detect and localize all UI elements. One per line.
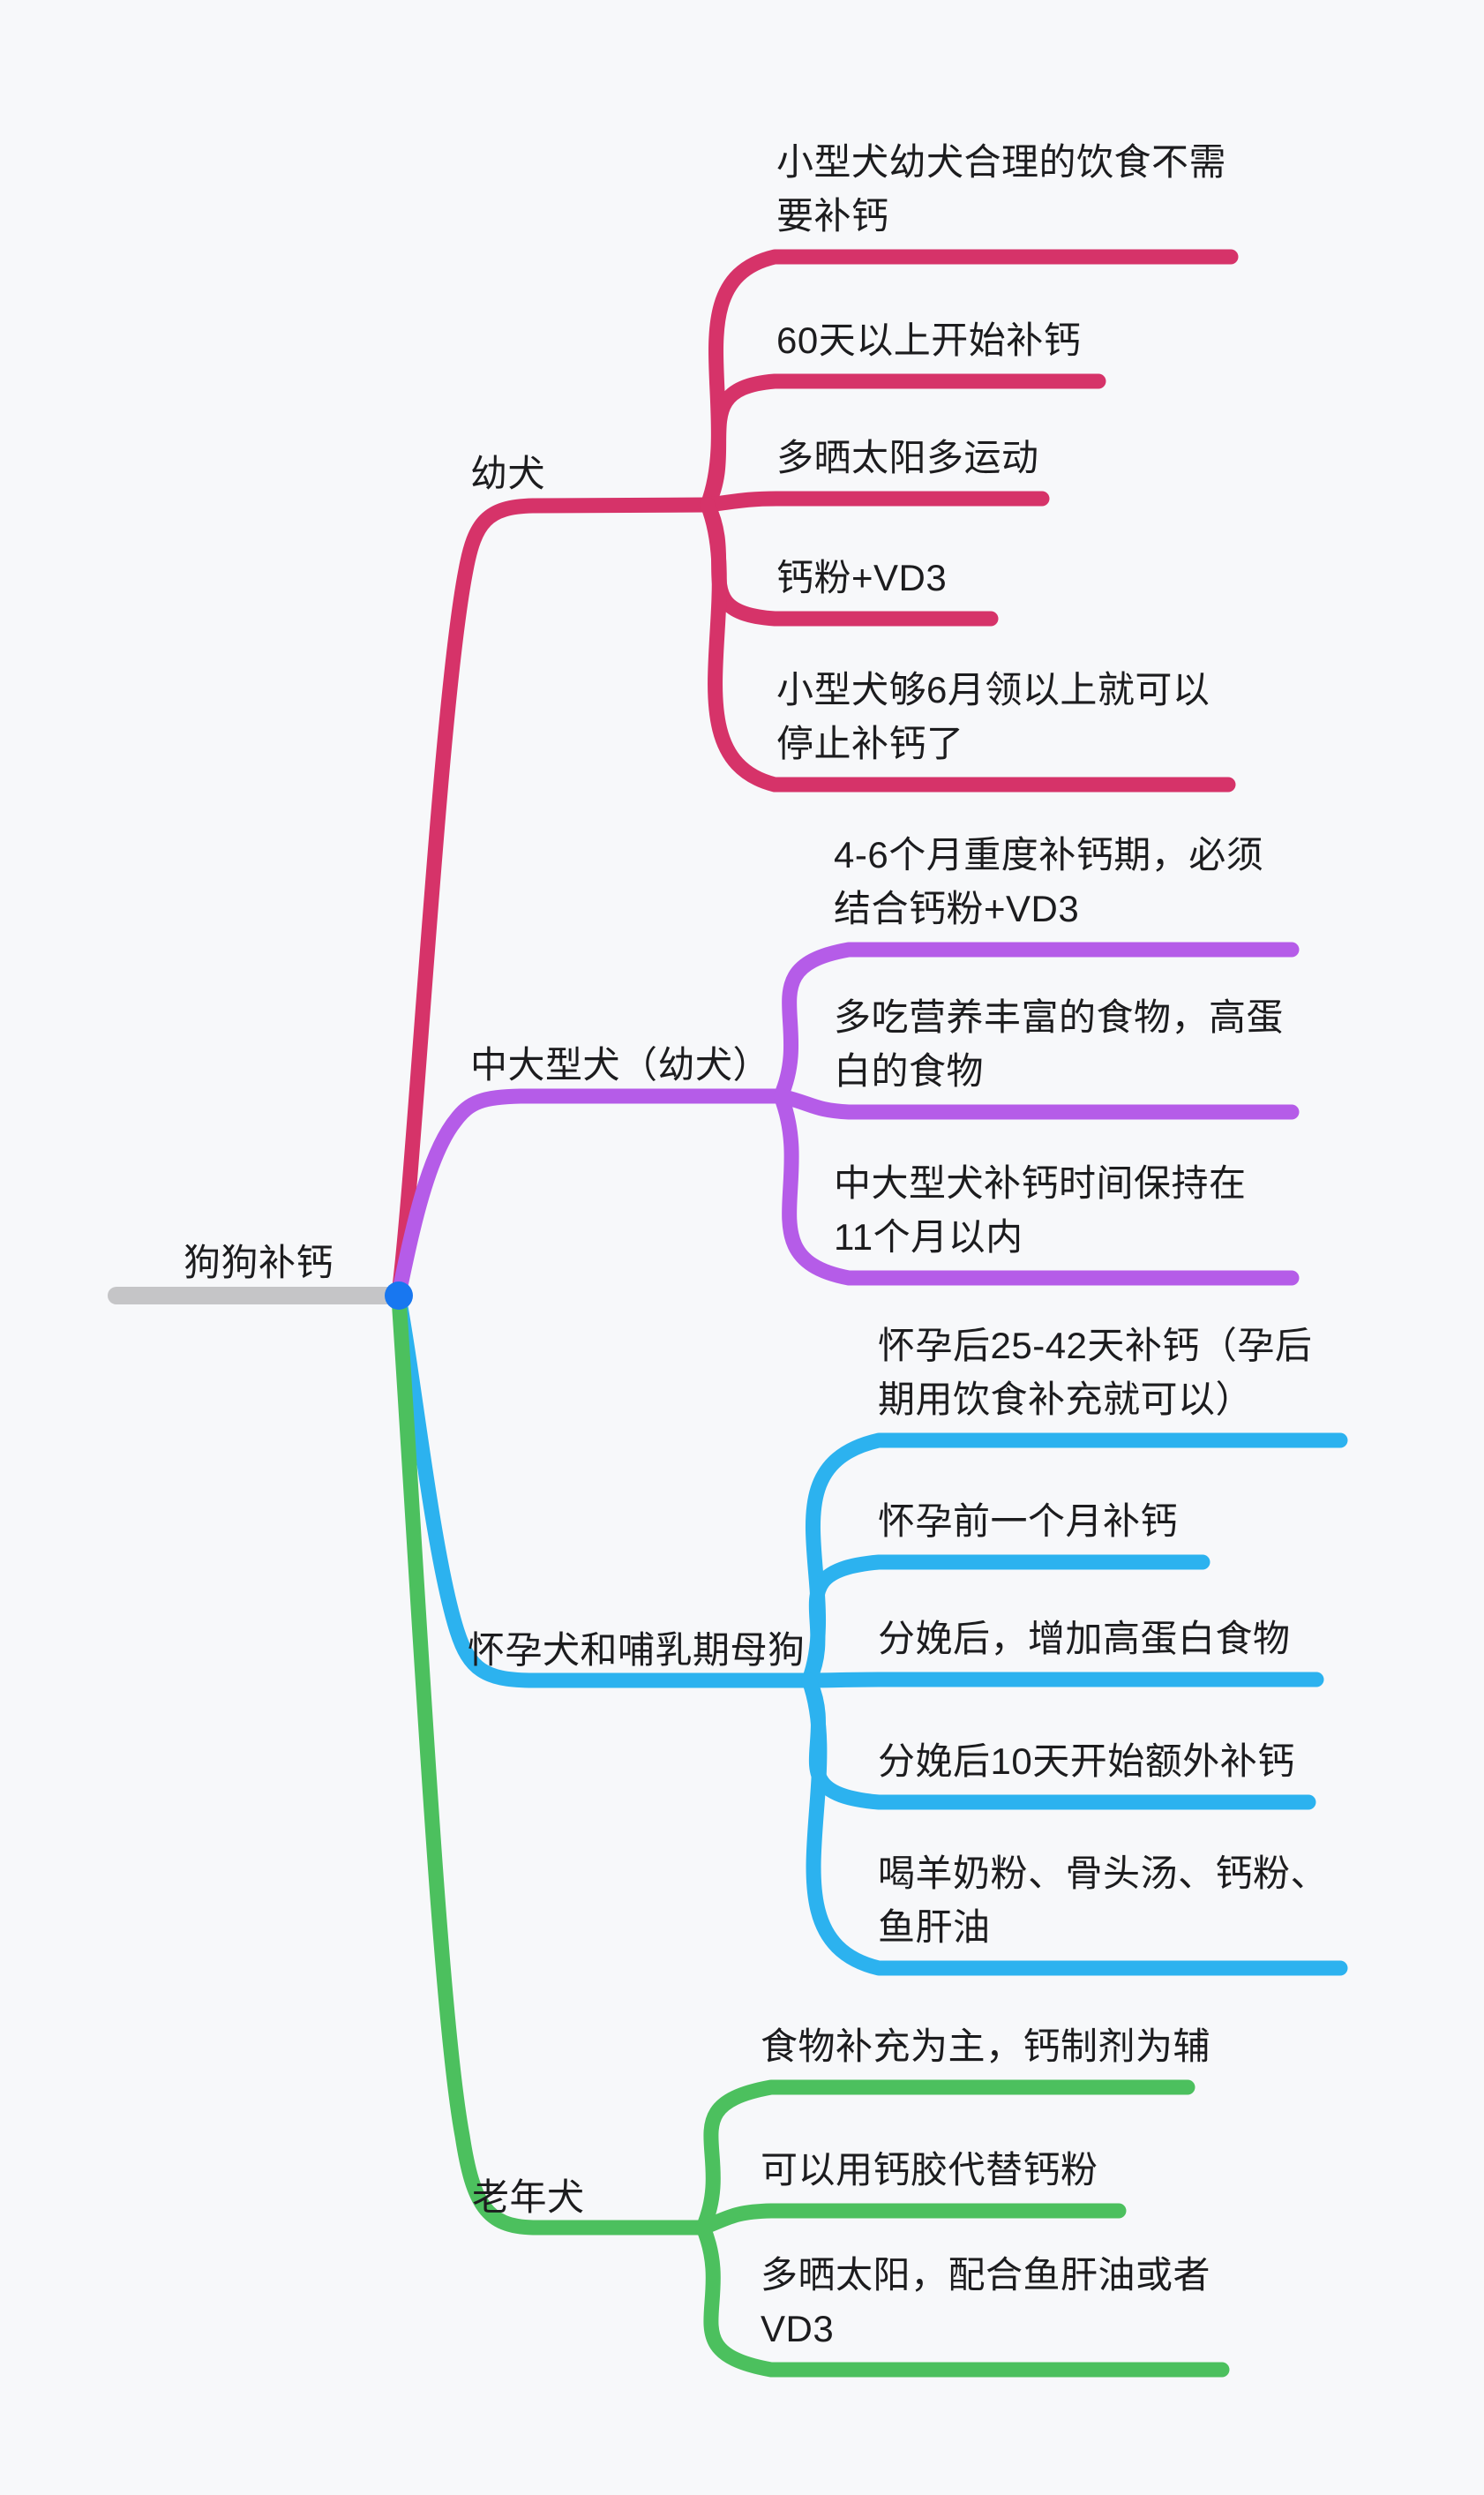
branch-node-medium-large[interactable]: 中大型犬（幼犬） bbox=[470, 1044, 771, 1086]
branch-senior-trunk-line bbox=[391, 1289, 711, 2236]
branch-node-senior[interactable]: 老年犬 bbox=[472, 2176, 585, 2218]
child-node[interactable]: 钙粉+VD3 bbox=[776, 557, 948, 598]
branch-puppy-lines bbox=[391, 249, 1239, 1302]
child-node[interactable]: 多晒太阳多运动 bbox=[776, 437, 1039, 478]
branch-medium-large-child-connector bbox=[773, 1088, 1300, 1120]
child-node[interactable]: 怀孕前一个月补钙 bbox=[878, 1500, 1179, 1542]
branch-medium-large-child-connector bbox=[773, 1088, 1300, 1286]
child-node[interactable]: 可以用钙胶代替钙粉 bbox=[761, 2149, 1098, 2191]
child-node[interactable]: 怀孕后25-42天补钙（孕后 期用饮食补充就可以） bbox=[878, 1325, 1313, 1420]
child-node[interactable]: 中大型犬补钙时间保持在 11个月以内 bbox=[834, 1162, 1247, 1258]
child-node[interactable]: 多吃营养丰富的食物，高蛋 白的食物 bbox=[834, 996, 1285, 1092]
branch-medium-large-trunk-line bbox=[391, 1088, 789, 1302]
branch-pregnant-child-connector bbox=[801, 1554, 1210, 1688]
child-node[interactable]: 60天以上开始补钙 bbox=[776, 319, 1082, 361]
child-node[interactable]: 喝羊奶粉、骨头汤、钙粉、 鱼肝油 bbox=[878, 1852, 1329, 1948]
child-node[interactable]: 分娩后10天开始额外补钙 bbox=[878, 1740, 1295, 1782]
child-node[interactable]: 食物补充为主，钙制剂为辅 bbox=[761, 2025, 1211, 2067]
branch-medium-large-lines bbox=[391, 942, 1300, 1302]
branch-puppy-child-connector bbox=[700, 491, 1050, 513]
branch-senior-child-connector bbox=[695, 2079, 1195, 2236]
root-node-dot[interactable] bbox=[385, 1281, 413, 1310]
root-node-label[interactable]: 狗狗补钙 bbox=[184, 1242, 334, 1283]
branch-pregnant-child-connector bbox=[801, 1672, 1348, 1976]
child-node[interactable]: 小型犬幼犬合理的饮食不需 要补钙 bbox=[776, 141, 1227, 237]
child-node[interactable]: 多晒太阳，配合鱼肝油或者 VD3 bbox=[761, 2254, 1211, 2349]
branch-senior-lines bbox=[391, 1289, 1230, 2378]
branch-node-puppy[interactable]: 幼犬 bbox=[470, 453, 546, 494]
child-node[interactable]: 小型犬够6月领以上就可以 停止补钙了 bbox=[776, 669, 1210, 764]
branch-node-pregnant[interactable]: 怀孕犬和哺乳期母狗 bbox=[468, 1629, 806, 1671]
child-node[interactable]: 4-6个月重度补钙期，必须 结合钙粉+VD3 bbox=[834, 834, 1264, 929]
branch-puppy-trunk-line bbox=[391, 497, 716, 1302]
branch-medium-large-child-connector bbox=[773, 942, 1300, 1104]
branch-senior-child-connector bbox=[695, 2203, 1127, 2236]
child-node[interactable]: 分娩后，增加高蛋白食物 bbox=[878, 1618, 1291, 1659]
branch-puppy-child-connector bbox=[700, 373, 1106, 513]
branch-puppy-child-connector bbox=[700, 497, 1236, 793]
branch-senior-child-connector bbox=[695, 2220, 1230, 2378]
